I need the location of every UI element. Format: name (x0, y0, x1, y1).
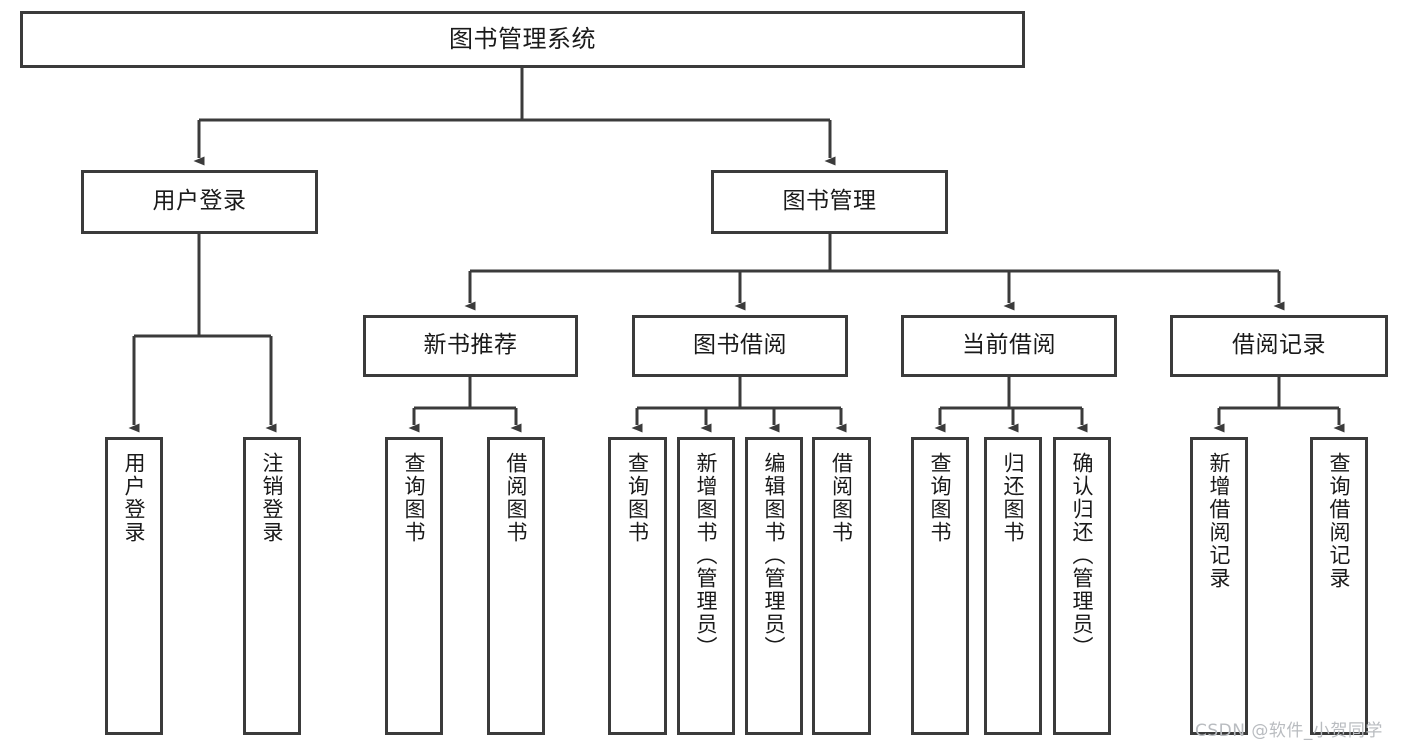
leaf-query-record[interactable]: 查询借阅记录 (1310, 437, 1368, 735)
leaf-query-book-1-label: 查询图书 (402, 452, 427, 544)
leaf-confirm-return-label: 确认归还（管理员） (1070, 452, 1095, 659)
leaf-borrow-book-1-label: 借阅图书 (504, 452, 529, 544)
leaf-add-book-label: 新增图书（管理员） (694, 452, 719, 659)
leaf-return-book[interactable]: 归还图书 (984, 437, 1042, 735)
csdn-watermark: CSDN @软件_小贺同学 (1195, 721, 1383, 741)
leaf-user-login[interactable]: 用户登录 (105, 437, 163, 735)
leaf-user-login-label: 用户登录 (122, 452, 147, 544)
node-new-book-recommend[interactable]: 新书推荐 (363, 315, 578, 377)
node-root[interactable]: 图书管理系统 (20, 11, 1025, 68)
node-borrow-record-label: 借阅记录 (1232, 332, 1326, 359)
leaf-add-record[interactable]: 新增借阅记录 (1190, 437, 1248, 735)
node-borrow-record[interactable]: 借阅记录 (1170, 315, 1388, 377)
node-new-book-recommend-label: 新书推荐 (423, 332, 518, 359)
node-book-borrow[interactable]: 图书借阅 (632, 315, 848, 377)
node-book-manage-label: 图书管理 (782, 188, 877, 215)
leaf-borrow-book-1[interactable]: 借阅图书 (487, 437, 545, 735)
node-current-borrow[interactable]: 当前借阅 (901, 315, 1117, 377)
leaf-logout[interactable]: 注销登录 (243, 437, 301, 735)
leaf-return-book-label: 归还图书 (1001, 452, 1026, 544)
leaf-add-book[interactable]: 新增图书（管理员） (677, 437, 735, 735)
leaf-confirm-return[interactable]: 确认归还（管理员） (1053, 437, 1111, 735)
leaf-query-book-2[interactable]: 查询图书 (608, 437, 667, 735)
leaf-query-book-1[interactable]: 查询图书 (385, 437, 443, 735)
node-current-borrow-label: 当前借阅 (962, 332, 1056, 359)
leaf-query-book-3[interactable]: 查询图书 (911, 437, 969, 735)
leaf-borrow-book-2[interactable]: 借阅图书 (812, 437, 871, 735)
node-book-manage[interactable]: 图书管理 (711, 170, 948, 234)
leaf-add-record-label: 新增借阅记录 (1207, 452, 1232, 590)
leaf-query-book-3-label: 查询图书 (928, 452, 953, 544)
leaf-edit-book-label: 编辑图书（管理员） (762, 452, 787, 659)
leaf-edit-book[interactable]: 编辑图书（管理员） (745, 437, 803, 735)
node-book-borrow-label: 图书借阅 (693, 332, 787, 359)
leaf-borrow-book-2-label: 借阅图书 (829, 452, 854, 544)
leaf-query-record-label: 查询借阅记录 (1327, 452, 1352, 590)
leaf-query-book-2-label: 查询图书 (625, 452, 650, 544)
leaf-logout-label: 注销登录 (260, 452, 285, 544)
node-user-login-label: 用户登录 (152, 188, 247, 215)
node-root-label: 图书管理系统 (449, 25, 596, 54)
node-user-login[interactable]: 用户登录 (81, 170, 318, 234)
